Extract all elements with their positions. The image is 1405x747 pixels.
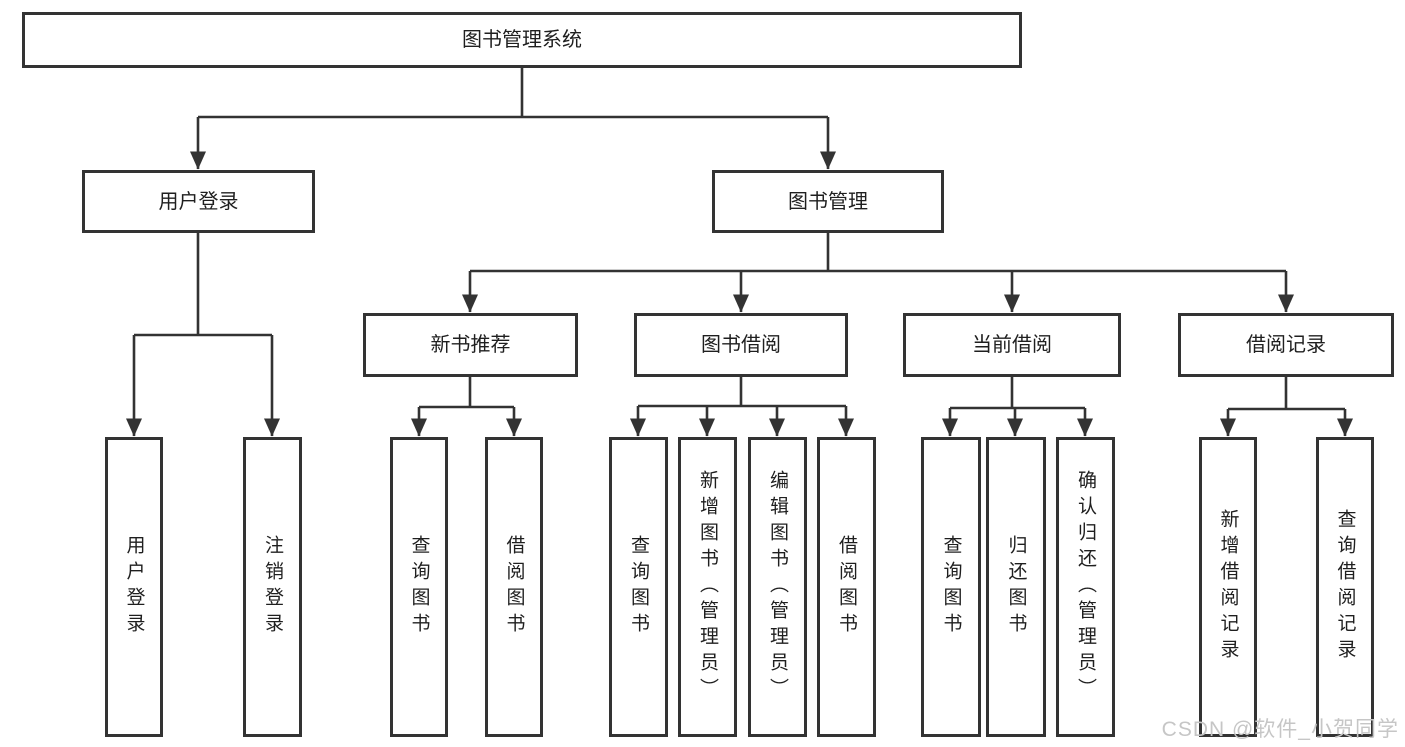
node-book-management: 图书管理 bbox=[712, 170, 944, 233]
node-user-login-label: 用户登录 bbox=[158, 190, 239, 213]
connector-user-login-children bbox=[126, 233, 280, 437]
leaf-borrowing-add-books-admin: 新增图书（管理员） bbox=[678, 437, 737, 737]
node-library-system: 图书管理系统 bbox=[22, 12, 1022, 68]
leaf-borrowing-add-books-admin-label: 新增图书（管理员） bbox=[697, 470, 718, 704]
node-borrow-records-label: 借阅记录 bbox=[1246, 334, 1326, 356]
leaf-recommend-borrow-books: 借阅图书 bbox=[485, 437, 543, 737]
leaf-borrowing-edit-books-admin-label: 编辑图书（管理员） bbox=[767, 470, 788, 704]
connector-new-book-recommend-children bbox=[411, 377, 522, 437]
connector-root-to-level2 bbox=[190, 68, 836, 170]
connector-book-management-children bbox=[462, 233, 1294, 313]
node-current-borrowing: 当前借阅 bbox=[903, 313, 1121, 377]
leaf-borrowing-borrow-books: 借阅图书 bbox=[817, 437, 876, 737]
node-library-system-label: 图书管理系统 bbox=[462, 29, 582, 51]
connector-book-borrowing-children bbox=[630, 377, 854, 437]
node-current-borrowing-label: 当前借阅 bbox=[972, 334, 1052, 356]
connector-current-borrowing-children bbox=[942, 377, 1093, 437]
leaf-current-return-books-label: 归还图书 bbox=[1005, 535, 1027, 639]
leaf-borrowing-borrow-books-label: 借阅图书 bbox=[836, 535, 857, 639]
node-new-book-recommend: 新书推荐 bbox=[363, 313, 578, 377]
watermark: CSDN @软件_小贺同学 bbox=[1161, 718, 1399, 741]
leaf-records-query-record-label: 查询借阅记录 bbox=[1334, 509, 1356, 665]
node-new-book-recommend-label: 新书推荐 bbox=[430, 334, 511, 356]
leaf-recommend-query-books: 查询图书 bbox=[390, 437, 448, 737]
leaf-borrowing-query-books-label: 查询图书 bbox=[628, 535, 649, 639]
node-user-login: 用户登录 bbox=[82, 170, 315, 233]
connector-borrow-records-children bbox=[1220, 377, 1353, 437]
leaf-logout: 注销登录 bbox=[243, 437, 302, 737]
leaf-borrowing-query-books: 查询图书 bbox=[609, 437, 668, 737]
node-book-borrowing: 图书借阅 bbox=[634, 313, 848, 377]
leaf-logout-label: 注销登录 bbox=[262, 535, 283, 639]
leaf-recommend-borrow-books-label: 借阅图书 bbox=[503, 535, 525, 639]
leaf-current-confirm-return-admin: 确认归还（管理员） bbox=[1056, 437, 1115, 737]
leaf-current-confirm-return-admin-label: 确认归还（管理员） bbox=[1075, 470, 1096, 704]
leaf-borrowing-edit-books-admin: 编辑图书（管理员） bbox=[748, 437, 807, 737]
node-borrow-records: 借阅记录 bbox=[1178, 313, 1394, 377]
leaf-records-add-record-label: 新增借阅记录 bbox=[1217, 509, 1239, 665]
leaf-current-query-books-label: 查询图书 bbox=[940, 535, 962, 639]
leaf-recommend-query-books-label: 查询图书 bbox=[408, 535, 430, 639]
leaf-current-return-books: 归还图书 bbox=[986, 437, 1046, 737]
leaf-records-query-record: 查询借阅记录 bbox=[1316, 437, 1374, 737]
node-book-management-label: 图书管理 bbox=[788, 190, 868, 213]
leaf-records-add-record: 新增借阅记录 bbox=[1199, 437, 1257, 737]
leaf-user-login: 用户登录 bbox=[105, 437, 163, 737]
leaf-current-query-books: 查询图书 bbox=[921, 437, 981, 737]
node-book-borrowing-label: 图书借阅 bbox=[701, 334, 781, 356]
leaf-user-login-label: 用户登录 bbox=[123, 535, 145, 639]
